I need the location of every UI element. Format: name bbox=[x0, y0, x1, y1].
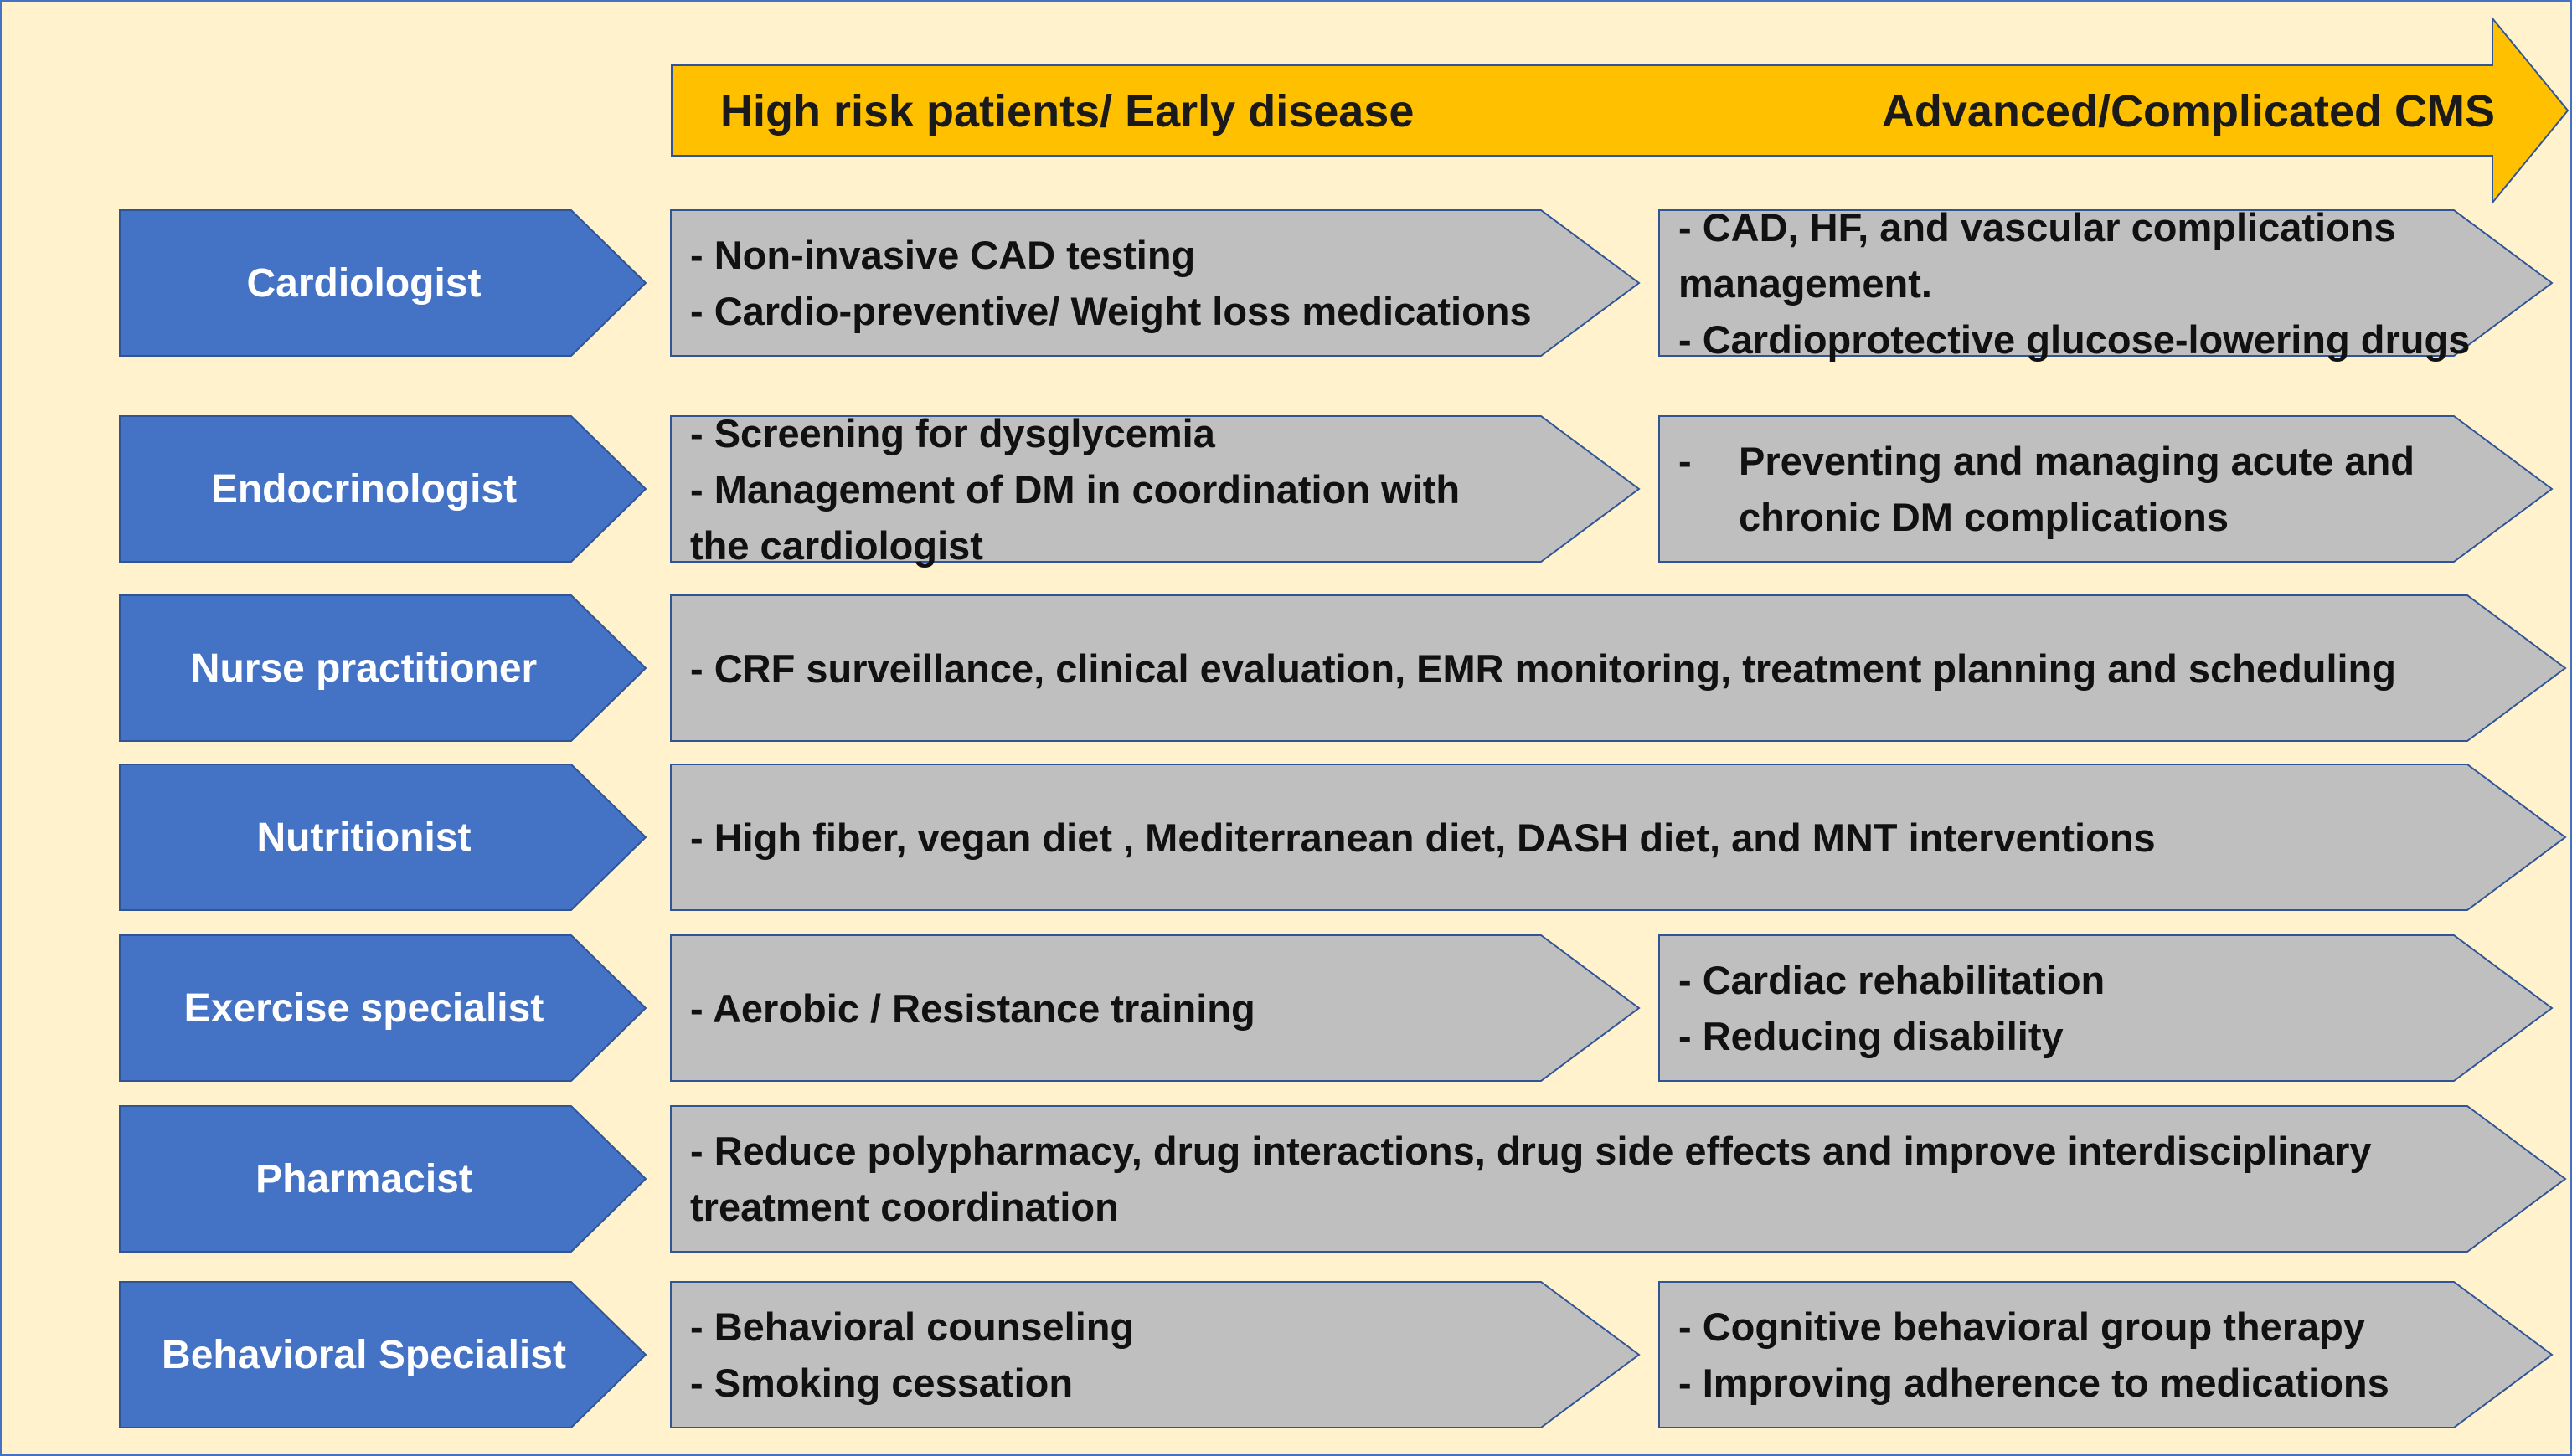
intervention-box-nurse-practitioner: - CRF surveillance, clinical evaluation,… bbox=[670, 594, 2567, 742]
text-line: - Reducing disability bbox=[1678, 1014, 2064, 1058]
role-label: Nurse practitioner bbox=[190, 646, 538, 691]
intervention-text: - CRF surveillance, clinical evaluation,… bbox=[670, 594, 2467, 742]
role-chevron-pharmacist: Pharmacist bbox=[119, 1105, 647, 1253]
text-line: treatment coordination bbox=[690, 1185, 1119, 1229]
advanced-intervention-text: - Cognitive behavioral group therapy - Im… bbox=[1658, 1281, 2503, 1428]
role-chevron-endocrinologist: Endocrinologist bbox=[119, 415, 647, 563]
early-intervention-text: - Non-invasive CAD testing - Cardio-preve… bbox=[670, 209, 1541, 357]
role-label: Nutritionist bbox=[256, 815, 472, 860]
advanced-box-cardiologist: - CAD, HF, and vascular complications man… bbox=[1658, 205, 2554, 362]
role-chevron-cardiologist: Cardiologist bbox=[119, 209, 647, 357]
text-line: - Screening for dysglycemia bbox=[690, 410, 1215, 455]
progression-arrow bbox=[670, 16, 2569, 205]
advanced-intervention-text: - Preventing and managing acute and chroni… bbox=[1658, 415, 2503, 563]
text-line: - Management of DM in coordination with bbox=[690, 466, 1461, 512]
early-intervention-text: - Behavioral counseling - Smoking cessati… bbox=[670, 1281, 1541, 1428]
advanced-intervention-text: - CAD, HF, and vascular complications man… bbox=[1658, 205, 2503, 362]
arrow-label-advanced: Advanced/Complicated CMS bbox=[1881, 86, 2495, 136]
text-line: - Aerobic / Resistance training bbox=[690, 985, 1255, 1031]
role-chevron-nurse-practitioner: Nurse practitioner bbox=[119, 594, 647, 742]
bullet-dash: - bbox=[1678, 439, 1692, 483]
role-label: Pharmacist bbox=[255, 1156, 472, 1201]
early-box-endocrinologist: - Screening for dysglycemia - Management … bbox=[670, 411, 1641, 568]
text-line: - Improving adherence to medications bbox=[1678, 1361, 2389, 1405]
intervention-text: - High fiber, vegan diet , Mediterranean… bbox=[670, 764, 2467, 911]
early-box-cardiologist: - Non-invasive CAD testing - Cardio-preve… bbox=[670, 209, 1641, 357]
text-line: - Non-invasive CAD testing bbox=[690, 233, 1196, 277]
text-line: chronic DM complications bbox=[1739, 495, 2229, 539]
role-chevron-behavioral-specialist: Behavioral Specialist bbox=[119, 1281, 647, 1428]
text-line: - Cardio-preventive/ Weight loss medicat… bbox=[690, 289, 1532, 333]
text-line: - Reduce polypharmacy, drug interactions… bbox=[690, 1129, 2372, 1173]
text-line: Preventing and managing acute and bbox=[1739, 439, 2415, 483]
intervention-box-pharmacist: - Reduce polypharmacy, drug interactions… bbox=[670, 1105, 2567, 1253]
text-line: - Smoking cessation bbox=[690, 1361, 1074, 1405]
intervention-box-nutritionist: - High fiber, vegan diet , Mediterranean… bbox=[670, 764, 2567, 911]
advanced-box-exercise-specialist: - Cardiac rehabilitation - Reducing disab… bbox=[1658, 934, 2554, 1082]
advanced-box-behavioral-specialist: - Cognitive behavioral group therapy - Im… bbox=[1658, 1281, 2554, 1428]
early-intervention-text: - Aerobic / Resistance training bbox=[670, 934, 1541, 1082]
role-label: Endocrinologist bbox=[210, 466, 518, 512]
text-line: - CRF surveillance, clinical evaluation,… bbox=[690, 646, 2396, 691]
text-line: - Behavioral counseling bbox=[690, 1304, 1135, 1349]
intervention-text: - Reduce polypharmacy, drug interactions… bbox=[670, 1105, 2467, 1253]
text-line: - Cognitive behavioral group therapy bbox=[1678, 1304, 2365, 1349]
early-box-behavioral-specialist: - Behavioral counseling - Smoking cessati… bbox=[670, 1281, 1641, 1428]
role-chevron-exercise-specialist: Exercise specialist bbox=[119, 934, 647, 1082]
advanced-intervention-text: - Cardiac rehabilitation - Reducing disab… bbox=[1658, 934, 2503, 1082]
role-label: Behavioral Specialist bbox=[162, 1332, 566, 1377]
text-line: the cardiologist bbox=[690, 522, 983, 568]
text-line: - High fiber, vegan diet , Mediterranean… bbox=[690, 815, 2156, 860]
role-label: Cardiologist bbox=[246, 260, 482, 306]
arrow-label-early: High risk patients/ Early disease bbox=[720, 86, 1415, 136]
text-line: - Cardiac rehabilitation bbox=[1678, 958, 2106, 1002]
role-chevron-nutritionist: Nutritionist bbox=[119, 764, 647, 911]
role-label: Exercise specialist bbox=[183, 985, 544, 1031]
text-line: - Cardioprotective glucose-lowering drug… bbox=[1678, 316, 2471, 362]
text-line: management. bbox=[1678, 260, 1932, 306]
advanced-box-endocrinologist: - Preventing and managing acute and chroni… bbox=[1658, 415, 2554, 563]
text-line: - CAD, HF, and vascular complications bbox=[1678, 204, 2396, 250]
early-intervention-text: - Screening for dysglycemia - Management … bbox=[670, 411, 1541, 568]
early-box-exercise-specialist: - Aerobic / Resistance training bbox=[670, 934, 1641, 1082]
